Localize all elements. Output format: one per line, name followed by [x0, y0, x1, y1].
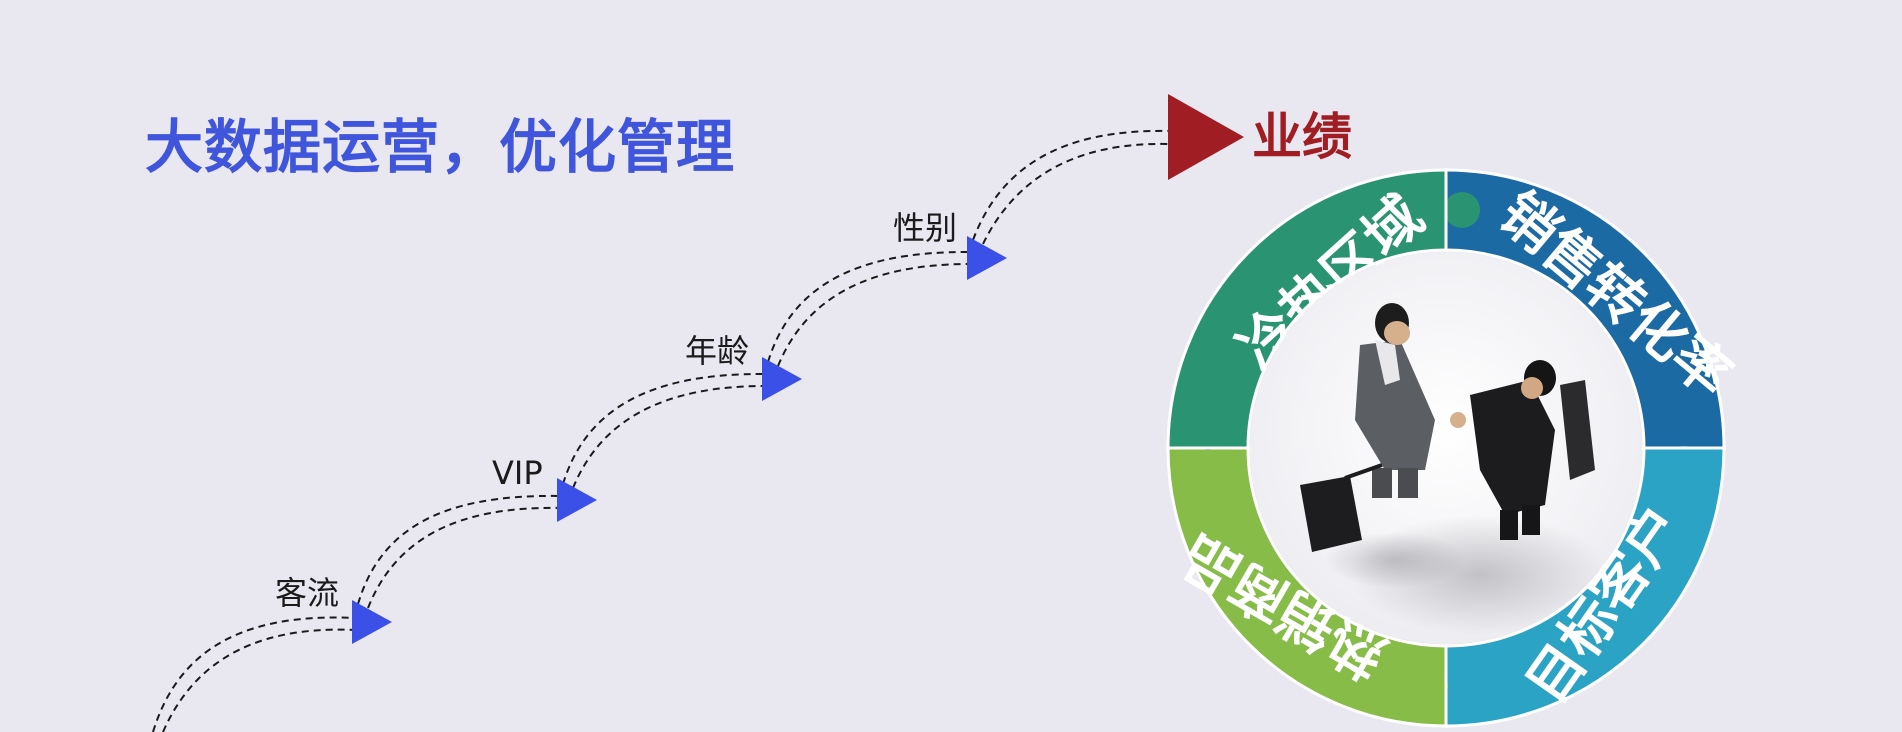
- step-label-age: 年龄: [685, 332, 749, 370]
- step-label-guest-flow: 客流: [275, 574, 339, 612]
- goal-label: 业绩: [1252, 108, 1352, 166]
- puzzle-ring: [1166, 168, 1726, 728]
- page-title: 大数据运营，优化管理: [145, 113, 736, 181]
- goal-arrow: [1168, 94, 1244, 180]
- ring-segment-bottom-left: [1168, 448, 1446, 726]
- step-arrow-4: [967, 236, 1007, 280]
- ring-segment-top-right: [1446, 170, 1724, 448]
- businessmen-handshake-illustration: [1250, 252, 1642, 644]
- growth-path: [152, 129, 1169, 732]
- ring-segment-top-left: [1168, 170, 1446, 448]
- ring-segment-bottom-right: [1446, 448, 1724, 726]
- step-arrow-2: [557, 478, 597, 522]
- step-label-vip: VIP: [492, 454, 543, 492]
- step-arrow-1: [352, 600, 392, 644]
- step-label-gender: 性别: [893, 209, 957, 247]
- step-arrow-3: [762, 357, 802, 401]
